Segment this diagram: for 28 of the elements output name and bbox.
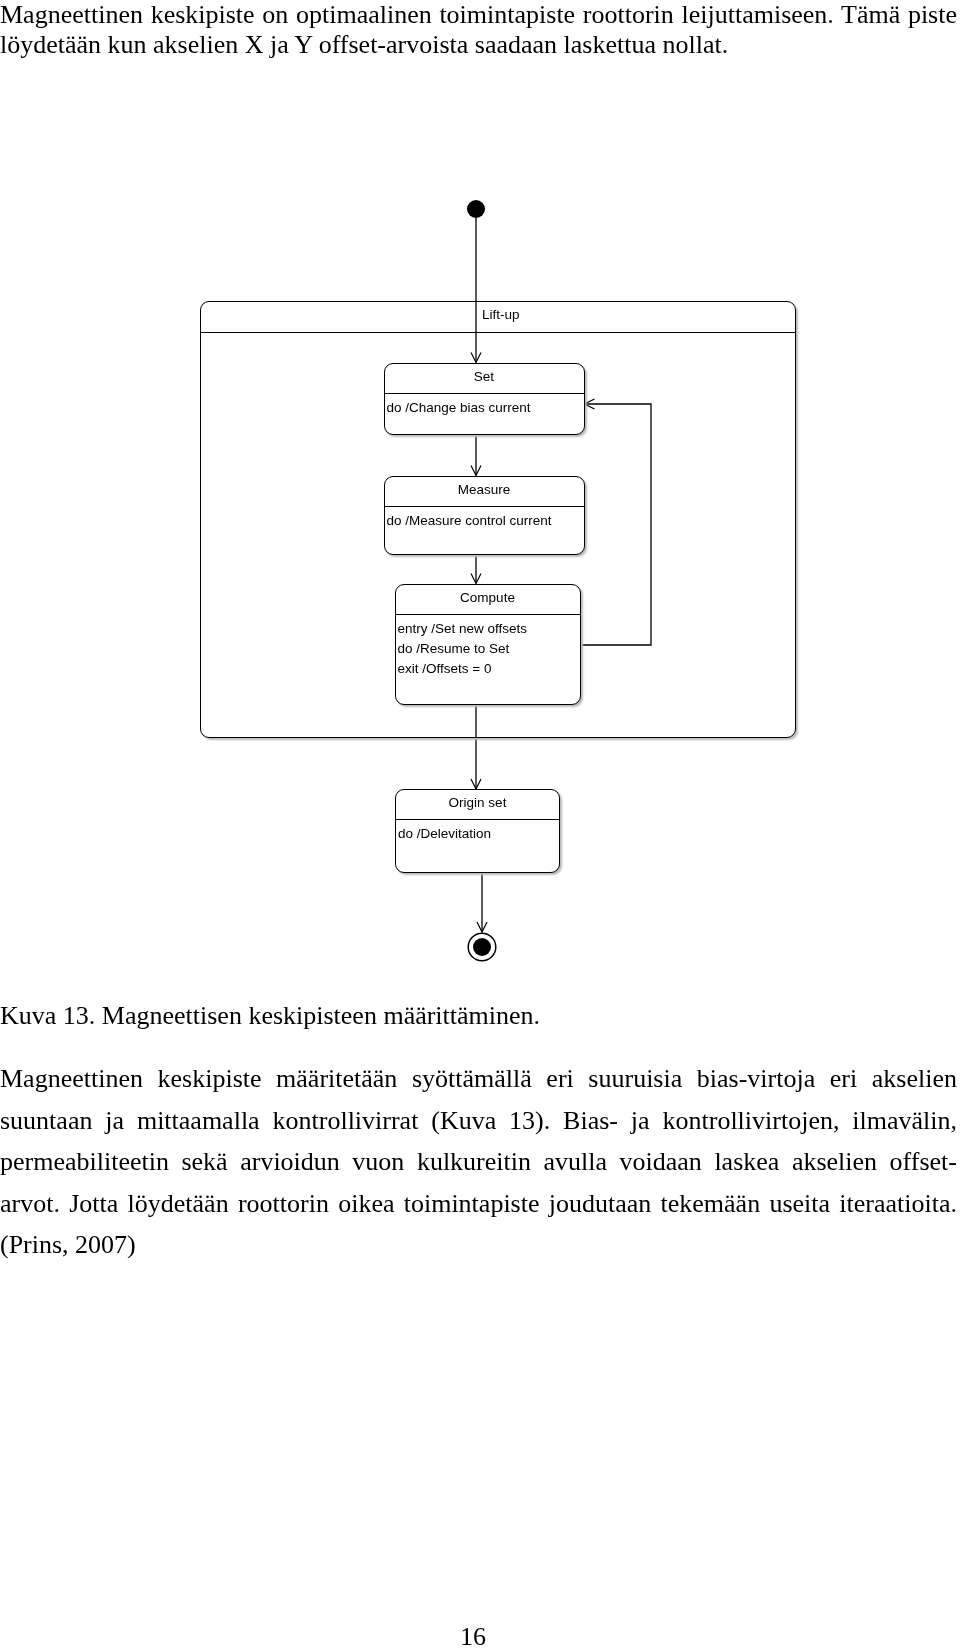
- page-number: 16: [460, 1622, 486, 1648]
- state-action: do /Resume to Set: [396, 639, 511, 658]
- transition-arrow: [470, 433, 482, 477]
- state-action: exit /Offsets = 0: [396, 659, 493, 678]
- state-action: do /Delevitation: [397, 825, 493, 843]
- paragraph: Magneettinen keskipiste määritetään syöttämällä eri suuruisia bias-virtoja eri akselien suuntaan ja mittaamalla kontrollivirrat (Kuva 13). Bias- ja kontrollivirtojen, ilmavälin, permeabiliteetin sekä arvioidun vuon kulkureitin avulla voidaan laskea akselien offset-arvot. Jotta löydetään roottorin oikea toimintapiste joudutaan tekemään useita iteraatioita. (Prins, 2007): [0, 1063, 957, 1261]
- paragraph: Magneettinen keskipiste on optimaalinen toimintapiste roottorin leijuttamiseen. Tämä piste löydetään kun akselien X ja Y offset-arvoista saadaan laskettua nollat.: [0, 0, 957, 60]
- composite-state-box: [200, 301, 796, 738]
- state-box: [394, 583, 581, 705]
- final-state-marker: [467, 932, 497, 962]
- state-name: Measure: [384, 476, 584, 507]
- transition-arrow: [470, 703, 482, 790]
- state-box: [383, 362, 585, 435]
- transition-arrow: [476, 872, 488, 933]
- state-action: do /Measure control current: [385, 511, 553, 530]
- state-name: Lift-up: [201, 302, 795, 333]
- state-action: do /Change bias current: [385, 398, 532, 417]
- initial-state-marker: [467, 200, 485, 218]
- figure-caption: Kuva 13. Magneettisen keskipisteen määrittäminen.: [0, 1001, 542, 1031]
- state-action: entry /Set new offsets: [396, 619, 529, 638]
- state-box: [395, 789, 560, 873]
- state-name: Compute: [395, 584, 580, 615]
- transition-arrow: [579, 398, 652, 646]
- state-name: Origin set: [396, 790, 559, 820]
- state-box: [383, 475, 585, 555]
- state-name: Set: [384, 363, 584, 394]
- transition-arrow: [470, 217, 482, 364]
- transition-arrow: [470, 553, 482, 585]
